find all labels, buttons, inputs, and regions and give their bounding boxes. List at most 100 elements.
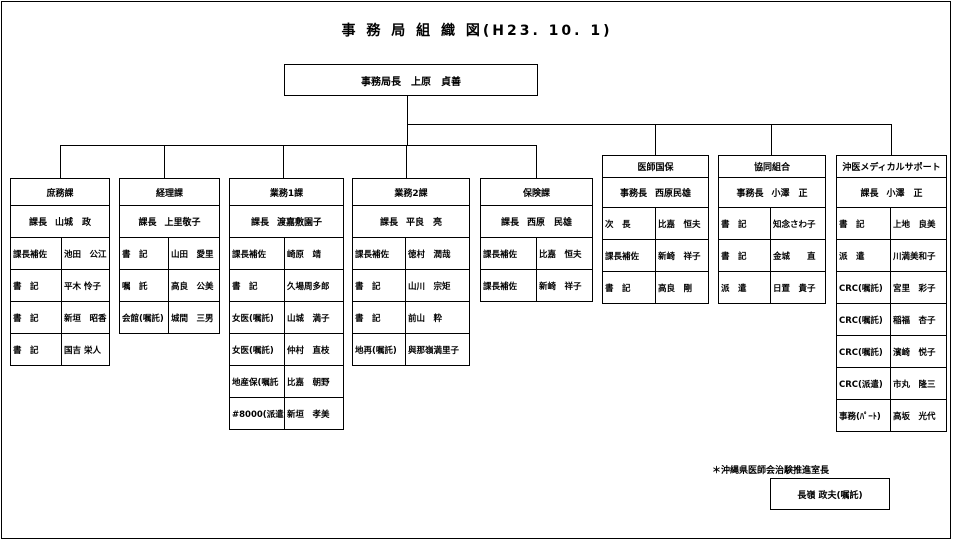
chart-title: 事 務 局 組 織 図(H23. 10. 1): [341, 23, 613, 39]
staff-role: 書 記: [11, 334, 62, 365]
dept-name: 医師国保: [603, 155, 708, 178]
staff-role: 地再(嘱託): [353, 334, 406, 365]
staff-role: CRC(嘱託): [837, 304, 891, 335]
staff-name: 新崎 祥子: [658, 251, 701, 262]
staff-role: 課長補佐: [353, 238, 406, 269]
chief-role: 課長: [28, 218, 47, 228]
chief-role: 事務長: [619, 189, 647, 199]
staff-row: 書 記山田 愛里: [120, 238, 219, 270]
staff-row: 書 記前山 粋: [353, 302, 469, 334]
staff-row: CRC(嘱託)濱崎 悦子: [837, 336, 946, 368]
staff-row: 課長補佐池田 公江: [11, 238, 109, 270]
staff-row: 課長補佐崎原 靖: [230, 238, 343, 270]
staff-role: 派 遣: [719, 272, 771, 303]
note-box: 長嶺 政夫(嘱託): [770, 478, 890, 510]
staff-name: 日置 貴子: [773, 283, 816, 294]
staff-row: 女医(嘱託)仲村 直枝: [230, 334, 343, 366]
connector-line: [60, 145, 61, 178]
chief-name: 西原 民雄: [527, 218, 573, 228]
staff-name: 比嘉 朝野: [287, 377, 330, 388]
staff-name: 金城 直: [773, 251, 816, 262]
connector-line: [771, 124, 772, 155]
staff-role: 次 長: [603, 208, 656, 239]
staff-name: 上地 良美: [893, 219, 936, 230]
staff-role: 書 記: [353, 270, 406, 301]
staff-row: 書 記国吉 栄人: [11, 334, 109, 366]
staff-name: 仲村 直枝: [287, 345, 330, 356]
staff-row: 書 記上地 良美: [837, 208, 946, 240]
staff-row: 事務(ﾊﾟｰﾄ)高坂 光代: [837, 400, 946, 432]
staff-role: CRC(嘱託): [837, 336, 891, 367]
staff-role: 書 記: [719, 208, 771, 239]
staff-name: 平木 怜子: [64, 281, 101, 292]
staff-name: 與那嶺満里子: [408, 345, 460, 356]
staff-role: 事務(ﾊﾟｰﾄ): [837, 400, 891, 431]
staff-role: 課長補佐: [603, 240, 656, 271]
dept-chief: 課長上里敬子: [120, 206, 219, 238]
chief-role: 課長: [250, 218, 269, 228]
staff-role: 女医(嘱託): [230, 302, 285, 333]
staff-row: 課長補佐新崎 祥子: [603, 240, 708, 272]
staff-role: 書 記: [837, 208, 891, 239]
staff-row: 書 記高良 剛: [603, 272, 708, 304]
dept-chief: 事務長小澤 正: [719, 178, 825, 208]
connector-line: [406, 145, 407, 178]
connector-line: [891, 124, 892, 155]
director-box: 事務局長 上原 貞善: [284, 64, 538, 96]
dept-name: 保険課: [481, 178, 592, 206]
staff-name: 新垣 昭香: [64, 313, 107, 324]
staff-role: 課長補佐: [11, 238, 62, 269]
staff-role: 派 遣: [837, 240, 891, 271]
dept-chief: 課長渡嘉敷園子: [230, 206, 343, 238]
staff-name: 城間 三男: [171, 313, 214, 324]
dept-keiri: 経理課 課長上里敬子 書 記山田 愛里 嘱 託高良 公美 会館(嘱託)城間 三男: [119, 178, 220, 334]
staff-row: 書 記山川 宗矩: [353, 270, 469, 302]
staff-row: CRC(嘱託)宮里 彩子: [837, 272, 946, 304]
staff-row: 次 長比嘉 恒夫: [603, 208, 708, 240]
director-name: 上原 貞善: [411, 76, 461, 88]
staff-role: 書 記: [11, 302, 62, 333]
dept-name: 庶務課: [11, 178, 109, 206]
staff-row: 書 記知念さわ子: [719, 208, 825, 240]
staff-name: 池田 公江: [64, 249, 107, 260]
chief-name: 山城 政: [55, 218, 92, 228]
dept-chief: 事務長西原民雄: [603, 178, 708, 208]
staff-row: 派 遣日置 貴子: [719, 272, 825, 304]
dept-chief: 課長小澤 正: [837, 178, 946, 208]
staff-role: 書 記: [603, 272, 656, 303]
chief-name: 西原民雄: [655, 189, 692, 199]
staff-row: CRC(派遣)市丸 隆三: [837, 368, 946, 400]
staff-role: 課長補佐: [481, 270, 537, 301]
chief-name: 小澤 正: [886, 189, 923, 199]
staff-name: 稲福 杏子: [893, 315, 936, 326]
staff-role: 書 記: [230, 270, 285, 301]
chief-name: 渡嘉敷園子: [277, 218, 323, 228]
dept-name: 業務2課: [353, 178, 469, 206]
staff-name: 前山 粋: [408, 313, 443, 324]
connector-line: [407, 124, 892, 125]
staff-row: 書 記平木 怜子: [11, 270, 109, 302]
chief-role: 課長: [500, 218, 519, 228]
chief-name: 上里敬子: [164, 218, 201, 228]
chief-role: 課長: [138, 218, 157, 228]
chief-role: 事務長: [736, 189, 764, 199]
staff-row: 課長補佐徳村 潤哉: [353, 238, 469, 270]
staff-row: 書 記久場周多郎: [230, 270, 343, 302]
staff-name: 比嘉 恒夫: [658, 219, 701, 230]
dept-name: 経理課: [120, 178, 219, 206]
staff-name: 国吉 栄人: [64, 345, 101, 356]
staff-name: 比嘉 恒夫: [539, 249, 582, 260]
chief-role: 課長: [379, 218, 398, 228]
staff-name: 徳村 潤哉: [408, 249, 451, 260]
dept-medical-support: 沖医メディカルサポート 課長小澤 正 書 記上地 良美 派 遣川満美和子 CRC…: [836, 155, 947, 432]
chief-name: 平良 亮: [406, 218, 443, 228]
staff-name: 崎原 靖: [287, 249, 322, 260]
staff-role: 女医(嘱託): [230, 334, 285, 365]
staff-row: 会館(嘱託)城間 三男: [120, 302, 219, 334]
staff-role: 課長補佐: [481, 238, 537, 269]
staff-role: 嘱 託: [120, 270, 169, 301]
dept-chief: 課長西原 民雄: [481, 206, 592, 238]
staff-role: 課長補佐: [230, 238, 285, 269]
staff-row: 女医(嘱託)山城 満子: [230, 302, 343, 334]
dept-gyomu1: 業務1課 課長渡嘉敷園子 課長補佐崎原 靖 書 記久場周多郎 女医(嘱託)山城 …: [229, 178, 344, 430]
